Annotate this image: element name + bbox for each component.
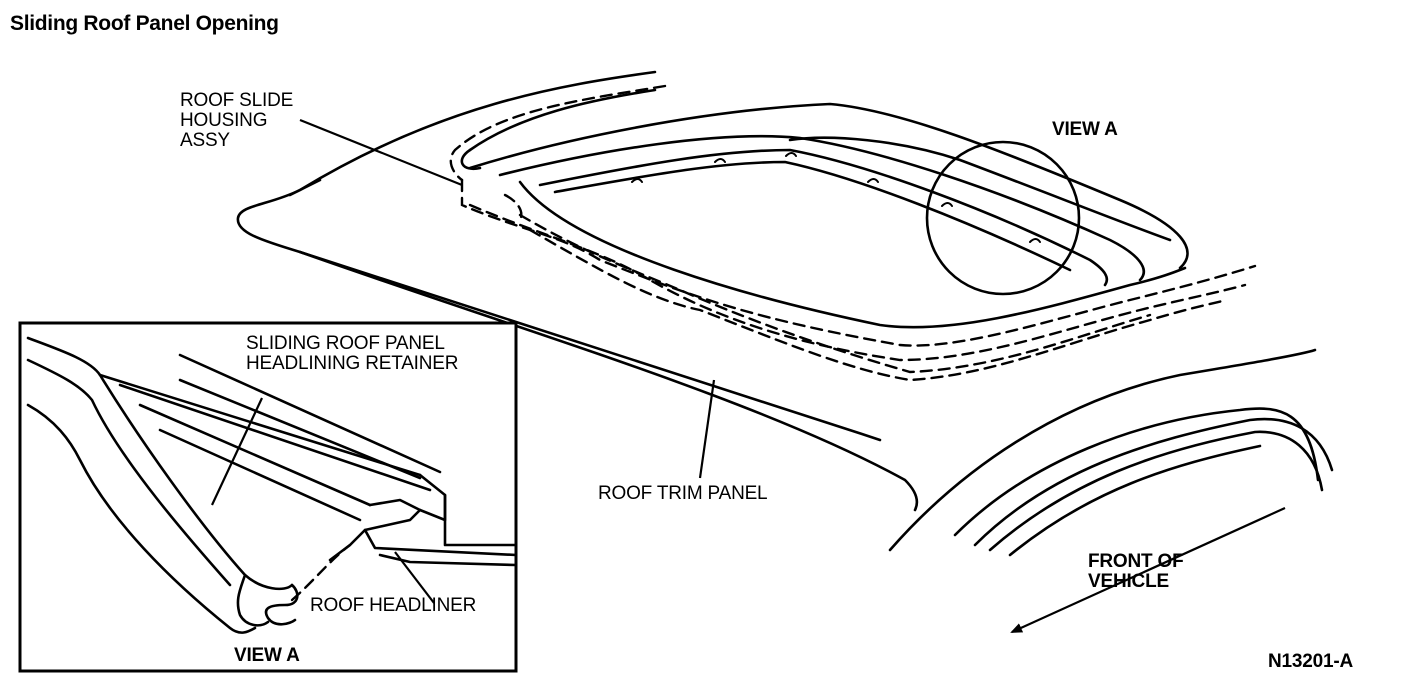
retainer-label-line-2: HEADLINING RETAINER [246,353,459,374]
retainer-label: SLIDING ROOF PANEL HEADLINING RETAINER [246,334,458,374]
roof-slide-housing-label: ROOF SLIDE HOUSING ASSY [180,91,293,151]
roof-slide-housing-line-3: ASSY [180,130,230,151]
view-a-callout-label: VIEW A [1052,119,1118,140]
roof-trim-leader [698,379,716,479]
front-arrow [1010,506,1286,634]
view-a-circle [925,140,1081,296]
sunroof-opening-frame [468,102,1189,329]
roof-slide-leader [299,118,463,187]
inset-view-a-label: VIEW A [234,645,300,666]
roof-slide-housing-line-2: HOUSING [180,110,268,131]
roof-trim-panel-label: ROOF TRIM PANEL [598,483,768,504]
windshield-arcs [888,348,1334,557]
inset-view-a [18,321,518,673]
retainer-leader [211,397,263,506]
figure-id: N13201-A [1268,651,1354,672]
roof-panel-outline [236,70,919,512]
housing-hidden-lines [449,84,1257,382]
page-title: Sliding Roof Panel Opening [10,12,279,35]
front-of-vehicle-line-1: FRONT OF [1088,551,1184,572]
headliner-leader [394,551,435,604]
front-of-vehicle-line-2: VEHICLE [1088,571,1169,592]
retainer-label-line-1: SLIDING ROOF PANEL [246,333,445,354]
roof-slide-housing-line-1: ROOF SLIDE [180,90,294,111]
roof-headliner-label: ROOF HEADLINER [310,595,477,616]
front-of-vehicle-label: FRONT OF VEHICLE [1088,552,1184,592]
